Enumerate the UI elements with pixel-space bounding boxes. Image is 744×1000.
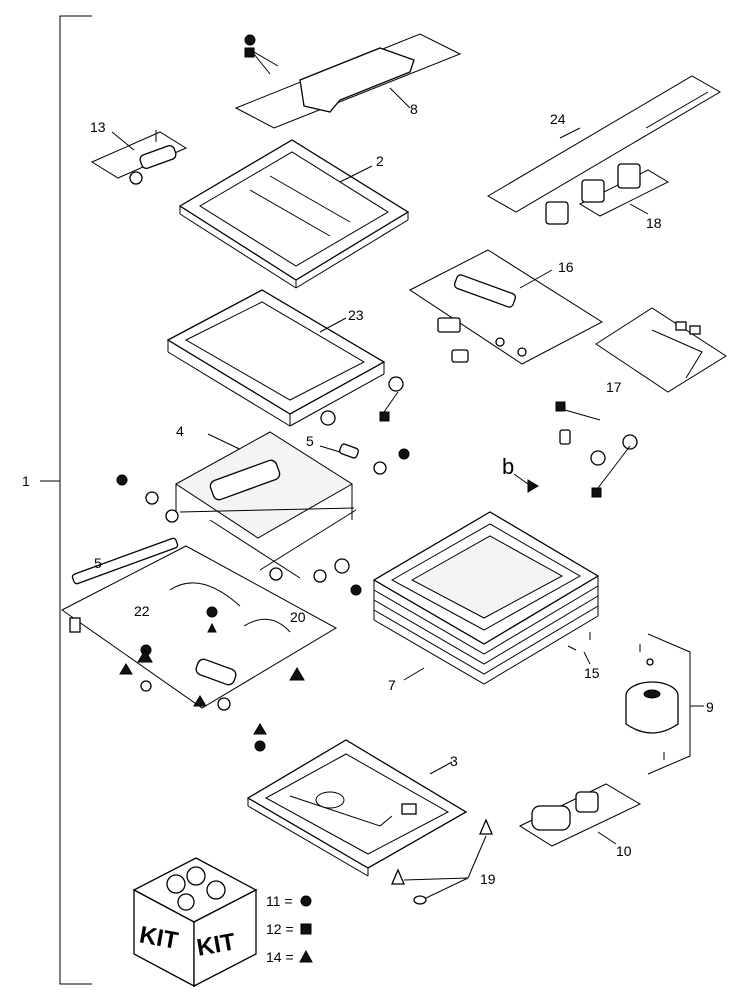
kit-label-right: KIT bbox=[195, 928, 238, 961]
part-7-bellows bbox=[372, 511, 600, 685]
callout-1: 1 bbox=[22, 473, 30, 489]
spacer-parts-right bbox=[555, 401, 638, 498]
callout-2: 2 bbox=[376, 153, 384, 169]
callout-9: 9 bbox=[706, 699, 714, 715]
callout-b: b bbox=[502, 454, 514, 479]
part-2-upper-frame bbox=[178, 139, 410, 289]
triangle-marker bbox=[289, 667, 305, 681]
callout-18: 18 bbox=[646, 215, 662, 231]
circle-marker bbox=[116, 474, 128, 486]
part-3-base-plate bbox=[246, 739, 468, 877]
callout-5b: 5 bbox=[94, 555, 102, 571]
callout-13: 13 bbox=[90, 119, 106, 135]
callout-5a: 5 bbox=[306, 433, 314, 449]
legend: 11 = 12 = 14 = bbox=[266, 893, 313, 965]
circle-marker bbox=[244, 34, 256, 46]
part-18-clips bbox=[545, 163, 670, 225]
callout-24: 24 bbox=[550, 111, 566, 127]
part-10-handle bbox=[518, 783, 642, 847]
assembly-bracket bbox=[40, 15, 92, 985]
triangle-marker bbox=[253, 723, 267, 735]
part-19-feet bbox=[391, 818, 493, 905]
legend-square-icon bbox=[300, 923, 312, 935]
callout-17: 17 bbox=[606, 379, 622, 395]
part-8-plate bbox=[234, 33, 462, 129]
legend-label-12: 12 = bbox=[266, 921, 294, 937]
part-5-pin bbox=[319, 443, 359, 459]
callout-8: 8 bbox=[410, 101, 418, 117]
part-9-knob bbox=[625, 633, 704, 775]
part-4-scissor-mechanism bbox=[116, 431, 410, 596]
part-20-22-lower-kit bbox=[61, 537, 338, 752]
kit-box bbox=[132, 857, 258, 988]
circle-marker bbox=[254, 740, 266, 752]
kit-label-left: KIT bbox=[137, 921, 180, 954]
legend-circle-icon bbox=[300, 895, 312, 907]
triangle-marker bbox=[137, 649, 153, 663]
callout-3: 3 bbox=[450, 753, 458, 769]
triangle-marker bbox=[193, 695, 207, 707]
triangle-marker bbox=[527, 479, 539, 493]
legend-label-14: 14 = bbox=[266, 949, 294, 965]
part-15-fasteners bbox=[567, 632, 591, 665]
square-marker bbox=[244, 47, 255, 58]
square-marker bbox=[379, 411, 390, 422]
triangle-marker bbox=[207, 622, 217, 633]
circle-marker bbox=[398, 448, 410, 460]
triangle-marker bbox=[119, 663, 133, 675]
callout-23: 23 bbox=[348, 307, 364, 323]
part-16-actuator-kit bbox=[409, 249, 603, 365]
callout-22: 22 bbox=[134, 603, 150, 619]
legend-triangle-icon bbox=[299, 949, 313, 963]
part-23-middle-frame bbox=[166, 289, 404, 427]
callout-20: 20 bbox=[290, 609, 306, 625]
callout-16: 16 bbox=[558, 259, 574, 275]
part-17-cable bbox=[595, 307, 727, 393]
callout-7: 7 bbox=[388, 677, 396, 693]
part-24-rail-kit bbox=[487, 75, 721, 213]
circle-marker bbox=[206, 606, 218, 618]
callout-10: 10 bbox=[616, 843, 632, 859]
square-marker bbox=[555, 401, 566, 412]
circle-marker bbox=[350, 584, 362, 596]
callout-4: 4 bbox=[176, 423, 184, 439]
legend-label-11: 11 = bbox=[266, 893, 293, 909]
callout-19: 19 bbox=[480, 871, 496, 887]
callout-15: 15 bbox=[584, 665, 600, 681]
part-b-detail bbox=[513, 473, 539, 493]
part-13-mechanism bbox=[90, 130, 188, 185]
square-marker bbox=[591, 487, 602, 498]
